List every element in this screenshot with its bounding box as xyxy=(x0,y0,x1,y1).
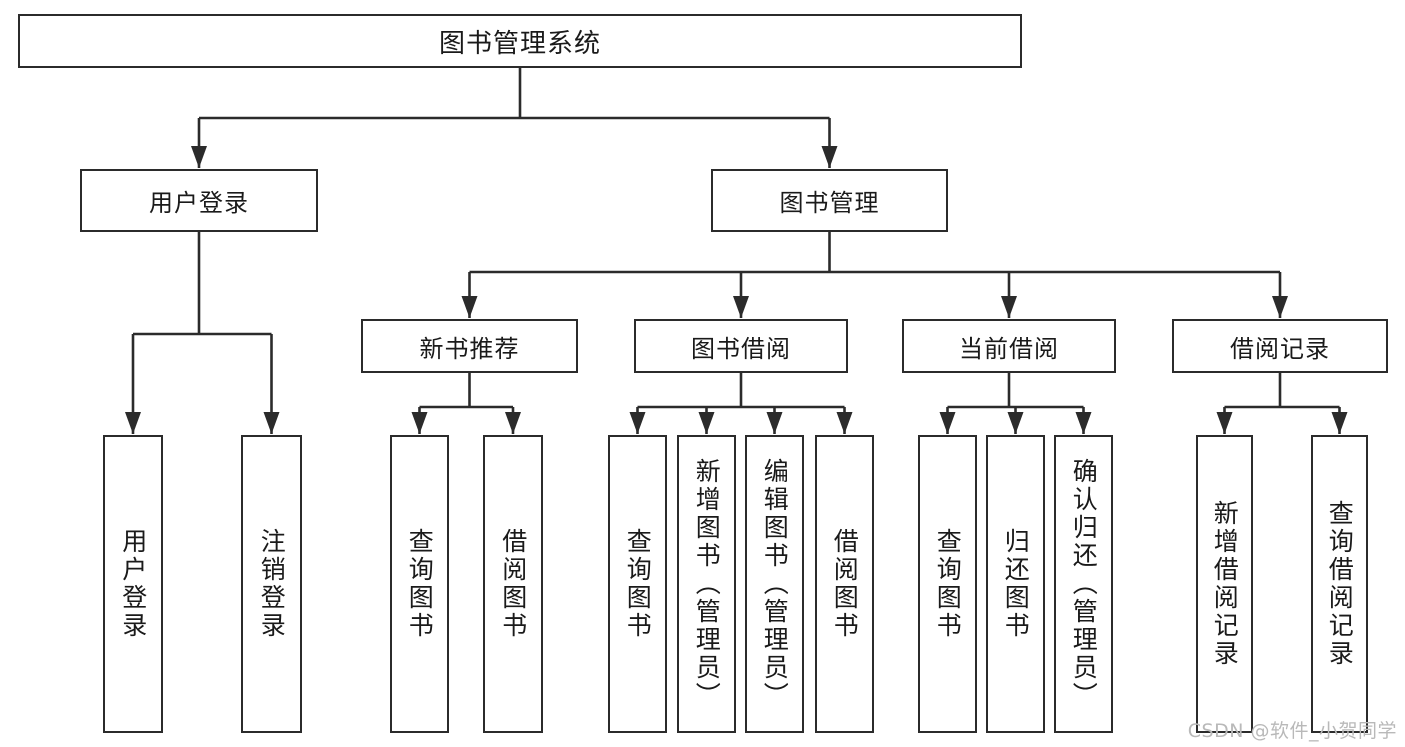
node-label: 查询图书 xyxy=(405,528,435,640)
node-leaf-leaf-query-book-borrow[interactable]: 查询图书 xyxy=(608,435,667,733)
node-leaf-leaf-query-book-current[interactable]: 查询图书 xyxy=(918,435,977,733)
node-label: 新书推荐 xyxy=(419,334,520,363)
node-label: 新增图书（管理员） xyxy=(692,458,722,710)
node-label: 确认归还（管理员） xyxy=(1069,458,1099,710)
node-label: 编辑图书（管理员） xyxy=(760,458,790,710)
node-label: 当前借阅 xyxy=(959,334,1059,363)
node-leaf-leaf-user-logout[interactable]: 注销登录 xyxy=(241,435,302,733)
node-branch-borrow-record[interactable]: 借阅记录 xyxy=(1172,319,1388,373)
node-label: 查询图书 xyxy=(933,528,963,640)
node-label: 图书借阅 xyxy=(691,334,791,363)
node-label: 新增借阅记录 xyxy=(1210,500,1240,668)
node-label: 注销登录 xyxy=(257,528,287,640)
node-branch-user-login[interactable]: 用户登录 xyxy=(80,169,318,232)
node-label: 用户登录 xyxy=(149,189,249,217)
node-leaf-leaf-confirm-return[interactable]: 确认归还（管理员） xyxy=(1054,435,1113,733)
watermark-label: CSDN @软件_小贺同学 xyxy=(1187,720,1397,742)
node-branch-book-manage[interactable]: 图书管理 xyxy=(711,169,948,232)
node-branch-new-book-recommend[interactable]: 新书推荐 xyxy=(361,319,578,373)
node-label: 查询借阅记录 xyxy=(1325,500,1355,668)
node-leaf-leaf-query-book-rec[interactable]: 查询图书 xyxy=(390,435,449,733)
node-branch-book-borrow[interactable]: 图书借阅 xyxy=(634,319,848,373)
node-label: 归还图书 xyxy=(1001,528,1031,640)
node-label: 图书管理系统 xyxy=(438,28,601,59)
node-leaf-leaf-user-login[interactable]: 用户登录 xyxy=(103,435,163,733)
node-leaf-leaf-query-borrow-record[interactable]: 查询借阅记录 xyxy=(1311,435,1368,733)
node-branch-current-borrow[interactable]: 当前借阅 xyxy=(902,319,1116,373)
node-leaf-leaf-add-borrow-record[interactable]: 新增借阅记录 xyxy=(1196,435,1253,733)
node-label: 借阅图书 xyxy=(498,528,528,640)
node-label: 用户登录 xyxy=(118,528,148,640)
node-leaf-leaf-borrow-book-rec[interactable]: 借阅图书 xyxy=(483,435,543,733)
node-label: 图书管理 xyxy=(779,189,880,217)
node-root-root[interactable]: 图书管理系统 xyxy=(18,14,1022,68)
node-leaf-leaf-borrow-book[interactable]: 借阅图书 xyxy=(815,435,874,733)
node-label: 借阅图书 xyxy=(830,528,860,640)
node-leaf-leaf-return-book[interactable]: 归还图书 xyxy=(986,435,1045,733)
node-leaf-leaf-edit-book[interactable]: 编辑图书（管理员） xyxy=(745,435,804,733)
node-label: 借阅记录 xyxy=(1230,334,1330,363)
node-label: 查询图书 xyxy=(623,528,653,640)
node-leaf-leaf-add-book[interactable]: 新增图书（管理员） xyxy=(677,435,736,733)
